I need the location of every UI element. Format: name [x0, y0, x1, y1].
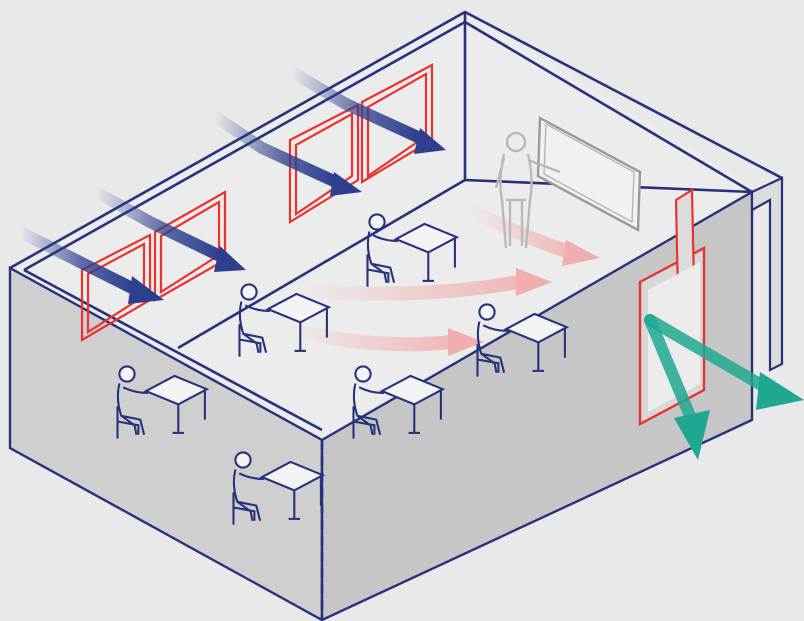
wall-end-cap [752, 178, 782, 370]
